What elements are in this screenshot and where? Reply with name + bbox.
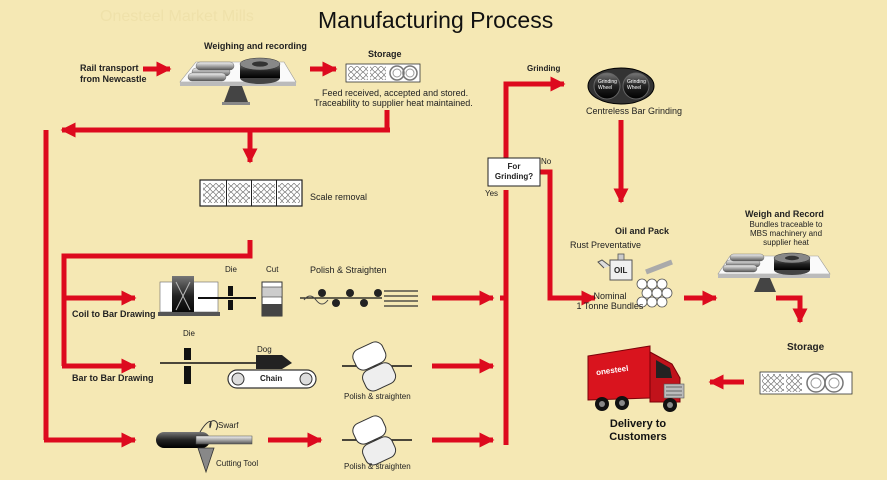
scale-removal-bins xyxy=(199,179,303,207)
polish-straightener-icon-2 xyxy=(342,341,412,392)
feed-received-line-2: Traceability to supplier heat maintained… xyxy=(314,98,473,108)
bar-to-bar-label: Bar to Bar Drawing xyxy=(72,373,154,383)
arrow-weigh-to-storage-right xyxy=(776,295,808,324)
for-grinding-line-1: For xyxy=(507,162,521,171)
grinding-wheels-icon xyxy=(587,67,655,105)
dog-label: Dog xyxy=(257,345,272,354)
delivery-label-1: Delivery to xyxy=(609,418,667,430)
rail-transport-label-1: Rail transport xyxy=(80,63,139,73)
centreless-grinding-label: Centreless Bar Grinding xyxy=(586,106,683,116)
bundles-traceable-line-3: supplier heat xyxy=(763,238,809,247)
flow-arrows xyxy=(43,61,808,448)
bar-die-icon xyxy=(160,348,232,384)
drawn-bars-stack-icon xyxy=(384,290,418,307)
bar-peeler-icon xyxy=(156,420,253,448)
dog-clamp-icon xyxy=(232,355,292,369)
oil-can-label: OIL xyxy=(614,266,628,275)
oil-and-pack-label: Oil and Pack xyxy=(615,226,670,236)
no-label: No xyxy=(541,157,552,166)
arrow-yes-up xyxy=(503,76,566,165)
page-title: Manufacturing Process xyxy=(318,7,554,33)
nominal-label-1: Nominal xyxy=(593,291,627,301)
bar-bundle-icon xyxy=(636,259,673,308)
die-label-2: Die xyxy=(183,329,196,338)
feed-received-line-1: Feed received, accepted and stored. xyxy=(322,88,469,98)
storage-top-label: Storage xyxy=(368,49,402,59)
bundles-traceable-line-1: Bundles traceable to xyxy=(749,220,823,229)
bundles-traceable-line-2: MBS machinery and xyxy=(749,229,823,238)
rust-preventative-label: Rust Preventative xyxy=(570,240,642,250)
arrow-no-to-pack xyxy=(540,169,597,306)
grinding-label: Grinding xyxy=(527,64,561,73)
weighing-platform-right xyxy=(717,252,831,292)
yes-label: Yes xyxy=(485,189,499,198)
steel-bars-icon xyxy=(187,61,235,82)
cutting-tool-icon xyxy=(197,447,215,474)
delivery-truck-icon xyxy=(587,345,685,412)
storage-racks-right xyxy=(759,371,853,395)
weighing-recording-label: Weighing and recording xyxy=(204,41,307,51)
weigh-and-record-label: Weigh and Record xyxy=(745,209,824,219)
line-scale-to-branch xyxy=(61,240,253,366)
die-icon xyxy=(228,286,233,310)
scale-removal-label: Scale removal xyxy=(310,192,368,202)
for-grinding-line-2: Grinding? xyxy=(494,172,534,181)
swarf-label: Swarf xyxy=(218,421,239,430)
for-grinding-decision-box xyxy=(487,157,541,187)
delivery-label-2: Customers xyxy=(609,431,667,443)
storage-racks-top xyxy=(345,63,421,83)
rail-transport-label-2: from Newcastle xyxy=(80,74,147,84)
polish-rollers-icon xyxy=(300,289,382,307)
chain-conveyor-icon xyxy=(227,369,317,389)
polish-straightener-icon-3 xyxy=(342,415,412,466)
polish-straighten-label-3: Polish & straighten xyxy=(344,462,411,471)
nominal-label-2: 1 Tonne Bundles xyxy=(576,301,644,311)
cutting-tool-label: Cutting Tool xyxy=(216,459,259,468)
coil-to-bar-label: Coil to Bar Drawing xyxy=(72,309,156,319)
polish-straighten-label-2: Polish & straighten xyxy=(344,392,411,401)
background-logo-text: Onesteel Market Mills xyxy=(100,8,254,25)
polish-straighten-label-1: Polish & Straighten xyxy=(310,265,387,275)
oil-can-icon xyxy=(597,253,633,281)
chain-label: Chain xyxy=(260,374,283,383)
cut-label: Cut xyxy=(266,265,279,274)
steel-coil-icon xyxy=(239,57,281,84)
cutter-icon xyxy=(261,281,283,317)
grinding-wheel-label-right: Grinding Wheel xyxy=(627,79,646,91)
grinding-wheel-label-left: Grinding Wheel xyxy=(598,79,617,91)
storage-right-label: Storage xyxy=(787,342,825,353)
die-label-1: Die xyxy=(225,265,238,274)
coil-drawing-machine xyxy=(158,276,256,316)
